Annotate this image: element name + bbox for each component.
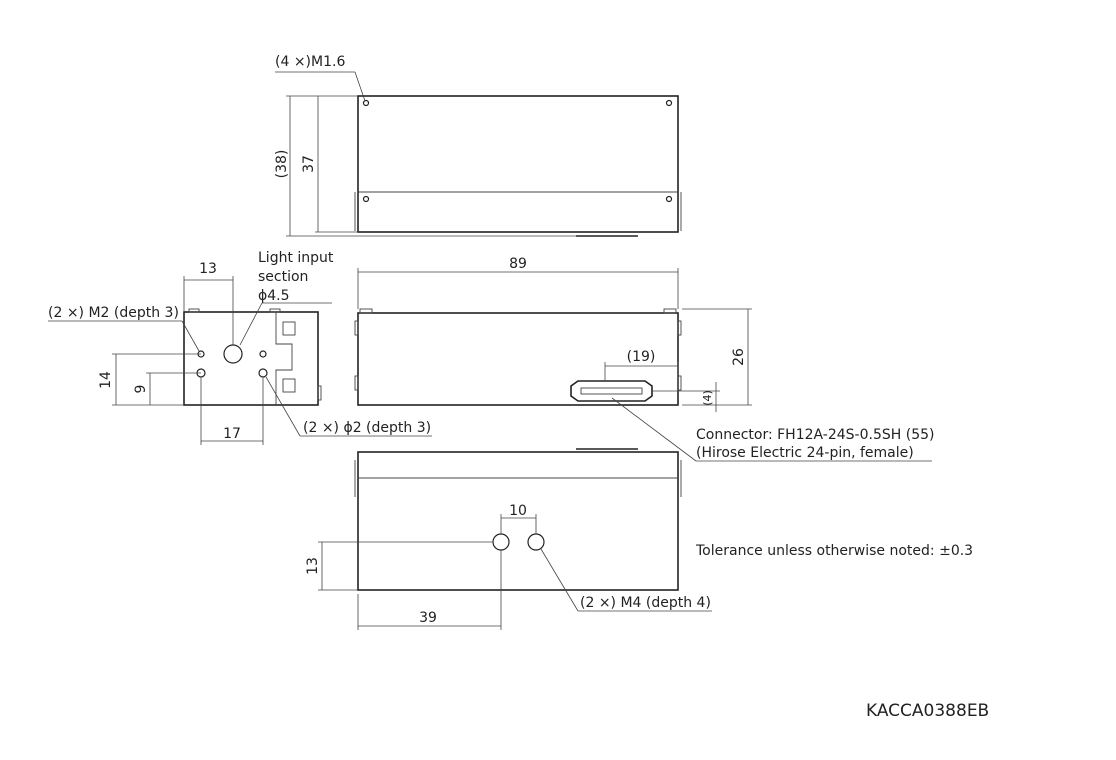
bottom-view: 10 13 39 (2 ×) M4 (depth 4): [305, 448, 712, 630]
phi2-hole: [258, 368, 268, 378]
side-view-body: [183, 311, 319, 406]
light-input-diameter: ϕ4.5: [258, 288, 290, 304]
dim-17-label: 17: [223, 426, 241, 442]
light-input-label-1: Light input: [258, 250, 334, 266]
tolerance-note: Tolerance unless otherwise noted: ±0.3: [695, 543, 973, 559]
connector-label-2: (Hirose Electric 24-pin, female): [696, 445, 914, 461]
dim-9-label: 9: [133, 385, 149, 394]
front-view: 89 26 (19) (4) Connector: FH12A-24S-0.5S…: [354, 256, 934, 462]
m2-note: (2 ×) M2 (depth 3): [48, 305, 179, 321]
dim-4-label: (4): [701, 390, 714, 406]
m4-note: (2 ×) M4 (depth 4): [580, 595, 711, 611]
screw-note: (4 ×)M1.6: [275, 54, 345, 70]
dim-13b-label: 13: [305, 557, 321, 575]
dim-37-label: 37: [301, 155, 317, 173]
dim-13-label: 13: [199, 261, 217, 277]
light-input-aperture: [223, 344, 243, 364]
m4-hole: [492, 533, 510, 551]
screw-hole-m16: [362, 195, 370, 203]
dim-39-label: 39: [419, 610, 437, 626]
screw-hole-m16: [362, 99, 370, 107]
m2-hole: [259, 350, 267, 358]
dim-89-label: 89: [509, 256, 527, 272]
dim-10-label: 10: [509, 503, 527, 519]
dim-26-label: 26: [731, 348, 747, 366]
m4-hole: [527, 533, 545, 551]
drawing-code: KACCA0388EB: [866, 701, 989, 721]
connector-housing: [570, 380, 653, 402]
top-view-body: [357, 95, 679, 233]
connector-slot: [580, 387, 643, 395]
screw-hole-m16: [665, 99, 673, 107]
screw-hole-m16: [665, 195, 673, 203]
side-view: 13 Light input section ϕ4.5 (2 ×) M2 (de…: [48, 250, 432, 445]
dim-38-label: (38): [274, 150, 290, 179]
light-input-label-2: section: [258, 269, 308, 285]
connector-label-1: Connector: FH12A-24S-0.5SH (55): [696, 427, 934, 443]
dim-19-label: (19): [627, 349, 656, 365]
front-view-body: [357, 312, 679, 406]
phi2-note: (2 ×) ϕ2 (depth 3): [303, 420, 431, 436]
bottom-view-body: [357, 451, 679, 591]
top-view: (4 ×)M1.6 (38) 37: [274, 54, 682, 237]
dim-14-label: 14: [98, 371, 114, 389]
